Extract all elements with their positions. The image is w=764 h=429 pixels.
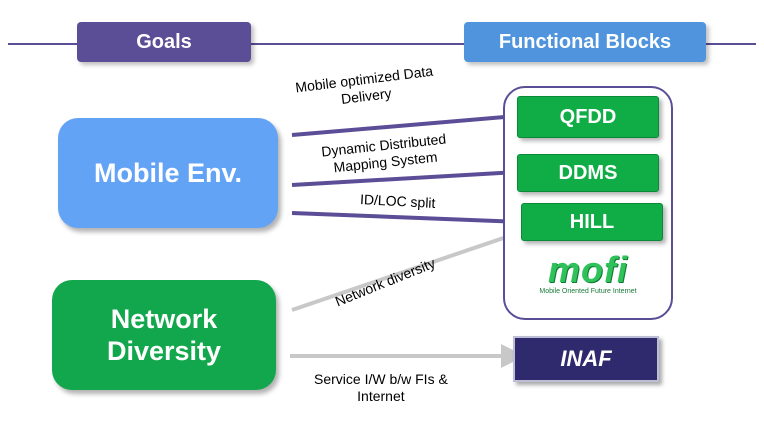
- arrow-hill-to-mobile: [291, 209, 533, 234]
- mobile-env-goal: Mobile Env.: [58, 118, 278, 228]
- functional-blocks-tab: Functional Blocks: [464, 22, 706, 62]
- inaf-arrow-label-line1: Service I/W b/w FIs &: [314, 371, 448, 387]
- network-diversity-line2: Diversity: [106, 336, 222, 366]
- hill-label: HILL: [569, 210, 615, 233]
- qfdd-block: QFDD: [517, 96, 659, 138]
- arrow-hill-to-network: [291, 224, 533, 312]
- mofi-logo-subtitle: Mobile Oriented Future Internet: [539, 288, 637, 295]
- hill-block: HILL: [521, 203, 663, 241]
- functional-blocks-tab-label: Functional Blocks: [498, 30, 672, 53]
- inaf-arrow-label: Service I/W b/w FIs & Internet: [314, 371, 448, 405]
- goals-tab-label: Goals: [136, 30, 192, 53]
- inaf-label: INAF: [560, 346, 612, 371]
- ddms-label: DDMS: [558, 161, 618, 184]
- arrow-ddms-to-mobile: [291, 160, 529, 187]
- mofi-logo-word: mofi: [548, 249, 628, 290]
- mofi-logo: mofi Mobile Oriented Future Internet: [528, 250, 648, 306]
- qfdd-label: QFDD: [559, 105, 617, 128]
- inaf-block: INAF: [513, 336, 659, 382]
- goals-tab: Goals: [77, 22, 251, 62]
- mobile-env-label: Mobile Env.: [93, 157, 242, 188]
- inaf-arrow-label-line2: Internet: [357, 388, 405, 404]
- network-diversity-line1: Network: [110, 303, 218, 334]
- ddms-block: DDMS: [517, 154, 659, 192]
- arrow-qfdd-to-mobile: [291, 105, 529, 137]
- network-diversity-goal: Network Diversity: [52, 280, 276, 390]
